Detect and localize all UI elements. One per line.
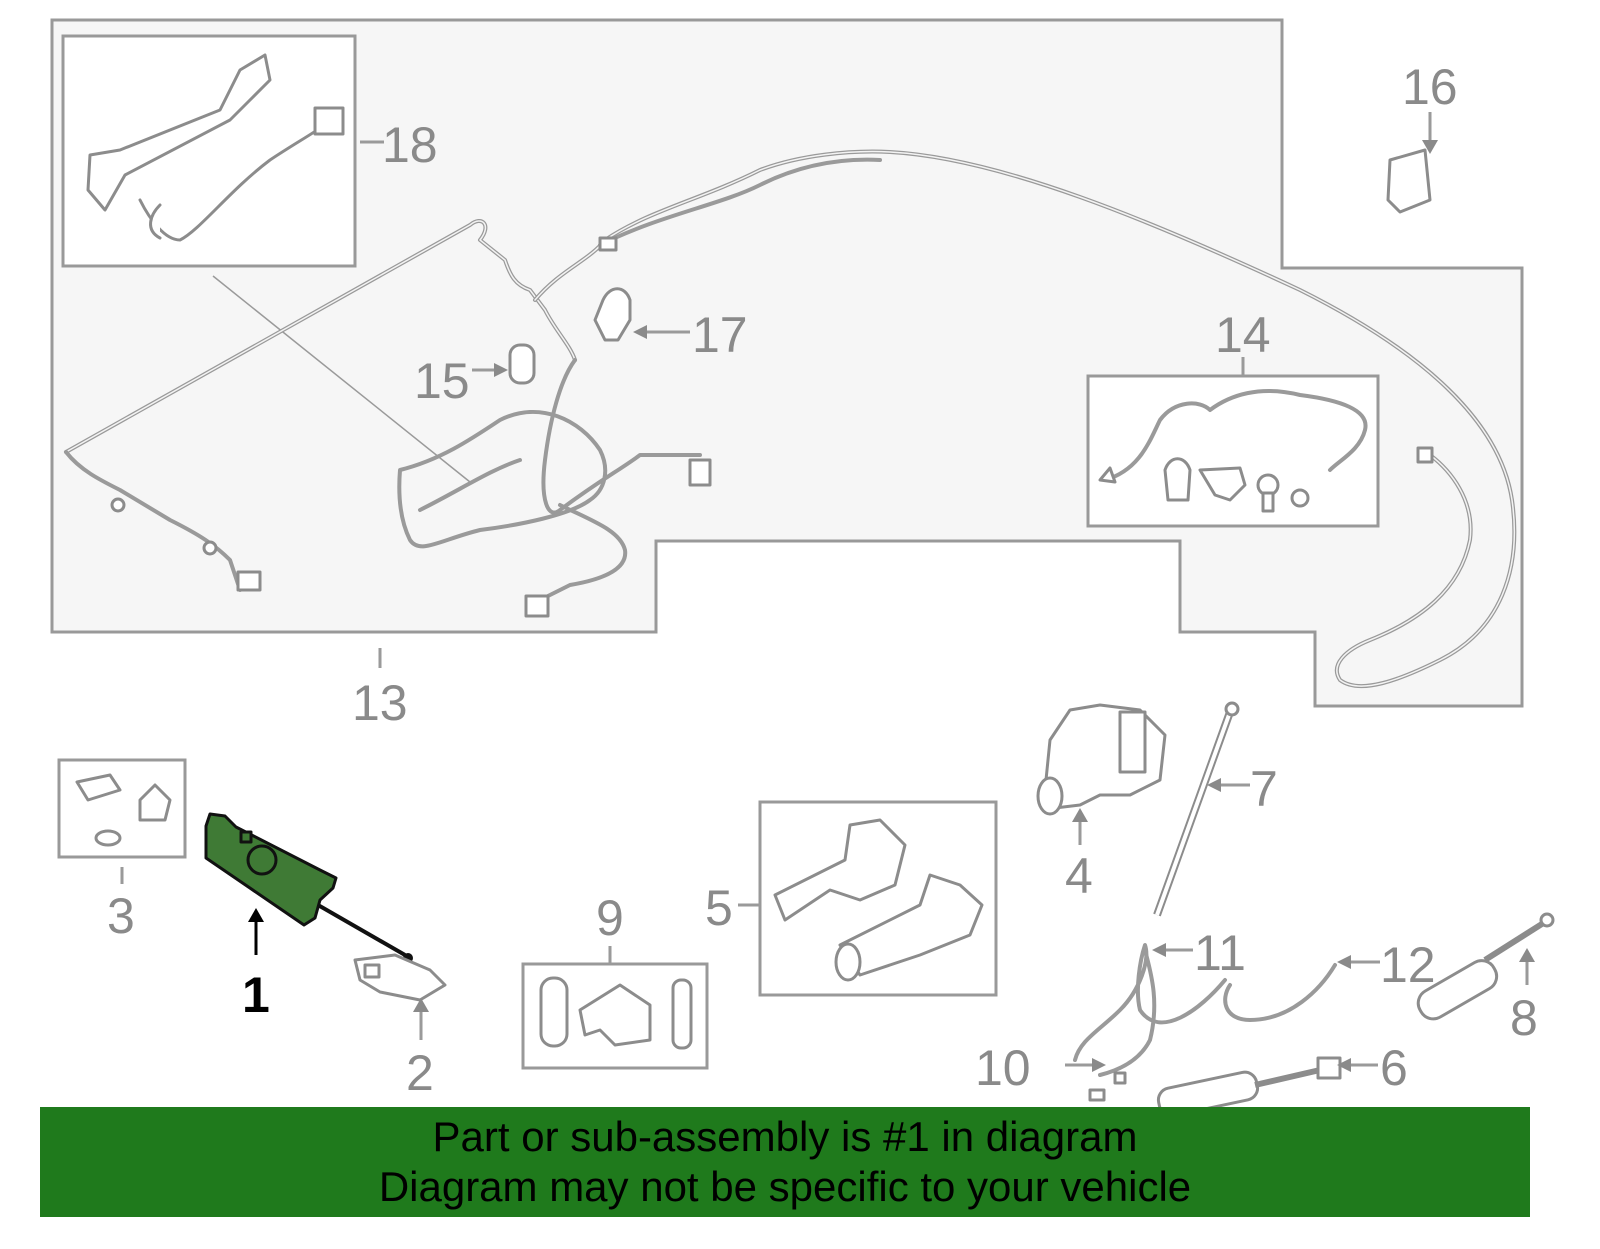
part-9-contents	[539, 976, 693, 1050]
part-3-contents	[75, 773, 172, 847]
callout-5: 5	[705, 880, 733, 936]
callout-13: 13	[352, 675, 408, 731]
part-10-11-12-wiring	[1073, 943, 1337, 1102]
leader-18-to-harness	[212, 275, 471, 483]
callout-9: 9	[596, 890, 624, 946]
callout-10: 10	[975, 1040, 1031, 1096]
part-7-strut	[1153, 701, 1240, 917]
harness-panel	[50, 18, 1524, 708]
callout-2: 2	[406, 1045, 434, 1101]
footer-banner: Part or sub-assembly is #1 in diagram Di…	[40, 1107, 1530, 1217]
part-4-pump	[1036, 703, 1167, 816]
callout-15: 15	[414, 353, 470, 409]
part-16-cap	[1386, 148, 1432, 214]
part-1-highlighted	[204, 812, 413, 963]
callout-12: 12	[1380, 937, 1436, 993]
callout-7: 7	[1250, 761, 1278, 817]
part-6-strut	[1156, 1056, 1342, 1118]
footer-line-2: Diagram may not be specific to your vehi…	[378, 1163, 1192, 1210]
callout-18: 18	[382, 117, 438, 173]
part-5-contents	[773, 818, 984, 982]
callout-4: 4	[1065, 848, 1093, 904]
callout-17: 17	[692, 307, 748, 363]
callout-1: 1	[242, 967, 270, 1023]
callout-16: 16	[1402, 59, 1458, 115]
main-harness	[64, 149, 1517, 689]
callout-3: 3	[107, 888, 135, 944]
part-8-strut	[1416, 912, 1555, 1021]
part-18-bracket	[86, 53, 345, 242]
callout-labels: 18 16 17 15 14 13 3 1 2 9 5 4 7 11 12 8 …	[107, 59, 1538, 1101]
part-17-clip	[593, 287, 632, 342]
footer-line-1: Part or sub-assembly is #1 in diagram	[432, 1113, 1138, 1160]
leader-lines	[120, 112, 1535, 1072]
callout-14: 14	[1215, 307, 1271, 363]
callout-11: 11	[1194, 925, 1246, 981]
part-2-bracket	[353, 953, 447, 1002]
callout-8: 8	[1510, 990, 1538, 1046]
part-14-harness-kit	[1098, 388, 1368, 513]
callout-6: 6	[1380, 1040, 1408, 1096]
part-15-grommet	[508, 343, 536, 385]
